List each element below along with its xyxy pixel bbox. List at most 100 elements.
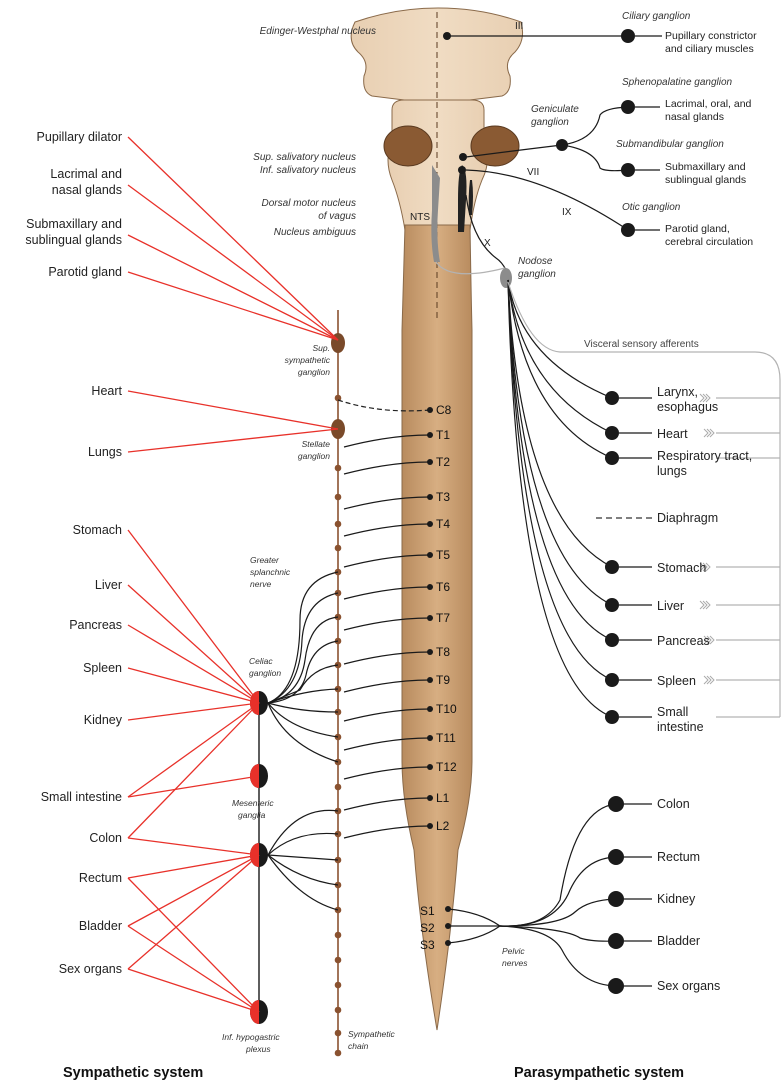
pelvic-nerves-label-1: Pelvic [502,946,525,956]
liver-ganglion-dot [605,598,619,612]
spleen-ganglion-dot [605,673,619,687]
small-int-label-1: Small [657,705,688,719]
otic-label: Otic ganglion [622,202,681,213]
bladder-symp-label: Bladder [79,919,122,933]
sup-ganglion-label-1: Sup. [313,343,331,353]
spheno-target-2: nasal glands [665,111,724,123]
segment-label-s3: S3 [420,938,435,952]
heart-symp-label: Heart [91,384,122,398]
inf-salivatory-label: Inf. salivatory nucleus [260,165,356,176]
nerve-X-label: X [484,238,491,249]
segment-label-t6: T6 [436,580,450,594]
chain-ganglion-5 [335,545,342,552]
submandibular-ganglion-dot [621,163,635,177]
mesenteric-label-2: ganglia [238,810,266,820]
bladder-pelvic-label: Bladder [657,934,700,948]
segment-label-l1: L1 [436,791,450,805]
segment-label-t1: T1 [436,428,450,442]
chain-ganglion-23 [335,982,342,989]
chain-ganglion-21 [335,932,342,939]
pelvic-nerves-label-2: nerves [502,958,528,968]
mesenteric-label-1: Mesenteric [232,798,274,808]
segment-label-t5: T5 [436,548,450,562]
edinger-westphal-label: Edinger-Westphal nucleus [260,26,376,37]
inf-hypo-label-1: Inf. hypogastric [222,1032,280,1042]
sympathetic-postganglionic-fibers [128,137,338,1012]
sphenopalatine-label: Sphenopalatine ganglion [622,77,733,88]
segment-label-t8: T8 [436,645,450,659]
greater-splanchnic-label-2: splanchnic [250,567,291,577]
segment-label-t2: T2 [436,455,450,469]
lungs-symp-label: Lungs [88,445,122,459]
stomach-ganglion-dot [605,560,619,574]
otic-target-2: cerebral circulation [665,236,753,248]
resp-label-2: lungs [657,464,687,478]
sex-organs-pelvic-label: Sex organs [657,979,720,993]
nts-label: NTS [410,212,430,223]
nucleus-ambiguus-label: Nucleus ambiguus [274,227,356,238]
ciliary-target-1: Pupillary constrictor [665,30,757,42]
lungs-ganglion-dot [605,451,619,465]
sup-salivatory-label: Sup. salivatory nucleus [253,152,356,163]
heart-vagal-label: Heart [657,427,688,441]
chain-ganglion-15 [335,784,342,791]
geniculate-label-1: Geniculate [531,104,579,115]
sympathetic-chain-label-1: Sympathetic [348,1029,396,1039]
nodose-label-1: Nodose [518,256,553,267]
sup-salivatory-dot [459,153,467,161]
liver-symp-label: Liver [95,578,122,592]
segment-label-c8: C8 [436,403,452,417]
rectum-ganglion-dot [608,849,624,865]
small-intestine-ganglion-dot [605,710,619,724]
visceral-sensory-label: Visceral sensory afferents [584,339,699,350]
colon-ganglion-dot [608,796,624,812]
parasympathetic-title: Parasympathetic system [514,1065,684,1081]
kidney-pelvic-label: Kidney [657,892,696,906]
inf-hypo-label-2: plexus [245,1044,271,1054]
larynx-ganglion-dot [605,391,619,405]
celiac-label-2: ganglion [249,668,281,678]
spleen-symp-label: Spleen [83,661,122,675]
ciliary-target-2: and ciliary muscles [665,43,754,55]
chain-ganglion-24 [335,1007,342,1014]
submandibular-label: Submandibular ganglion [616,139,724,150]
spleen-vagal-label: Spleen [657,674,696,688]
dorsal-motor-label-1: Dorsal motor nucleus [262,198,356,209]
pancreas-vagal-label: Pancreas [657,634,710,648]
inf-salivatory-dot [458,166,466,174]
dorsal-motor-label-2: of vagus [318,211,356,222]
liver-vagal-label: Liver [657,599,684,613]
sphenopalatine-ganglion-dot [621,100,635,114]
geniculate-label-2: ganglion [531,117,569,128]
lacrimal-label-2: nasal glands [52,183,122,197]
right-cerebellar-peduncle [471,126,519,166]
parotid-label: Parotid gland [48,265,122,279]
colon-pelvic-label: Colon [657,797,690,811]
sup-ganglion-label-3: ganglion [298,367,330,377]
segment-label-t4: T4 [436,517,450,531]
chain-ganglion-2 [335,465,342,472]
submand-target-2: sublingual glands [665,174,746,186]
segment-dot-c8 [427,407,433,413]
diaphragm-label: Diaphragm [657,511,718,525]
greater-splanchnic-label-3: nerve [250,579,272,589]
greater-splanchnic-label-1: Greater [250,555,280,565]
sympathetic-title: Sympathetic system [63,1065,203,1081]
otic-ganglion-dot [621,223,635,237]
pancreas-symp-label: Pancreas [69,618,122,632]
sex-organs-symp-label: Sex organs [59,962,122,976]
pupillary-dilator-label: Pupillary dilator [37,130,122,144]
submax-label-2: sublingual glands [25,233,122,247]
larynx-label-1: Larynx, [657,385,698,399]
lacrimal-label-1: Lacrimal and [50,167,122,181]
nodose-ganglion [500,268,512,288]
larynx-label-2: esophagus [657,400,718,414]
submax-label-1: Submaxillary and [26,217,122,231]
sup-ganglion-label-2: sympathetic [285,355,331,365]
chain-ganglion-22 [335,957,342,964]
stellate-label-1: Stellate [302,439,331,449]
rectum-pelvic-label: Rectum [657,850,700,864]
stomach-vagal-label: Stomach [657,561,706,575]
